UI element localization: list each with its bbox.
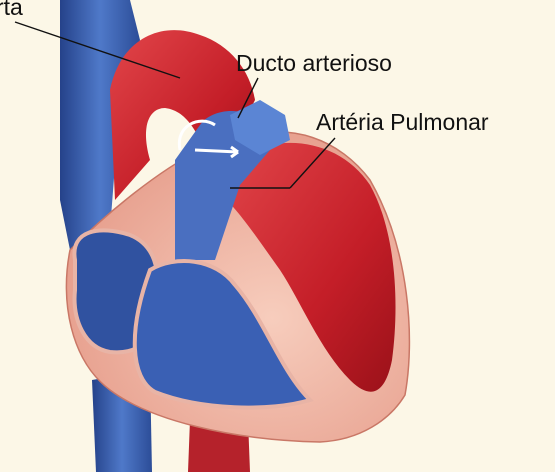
ductus-arteriosus-label: Ducto arterioso — [236, 52, 392, 75]
aorta-label: rta — [0, 0, 23, 19]
pulmonary-artery-label: Artéria Pulmonar — [316, 111, 489, 134]
